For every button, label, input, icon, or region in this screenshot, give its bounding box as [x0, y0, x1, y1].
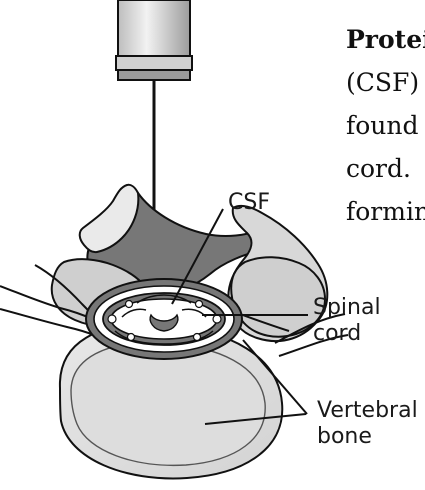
caption-line-1: Protei: [346, 18, 425, 61]
caption-text-block: Protei (CSF) found cord. formin: [346, 18, 425, 233]
caption-line-3: found: [346, 104, 425, 147]
caption-line-4: cord.: [346, 147, 425, 190]
spinal-canal: [86, 279, 242, 359]
vertebral-bone-label: Vertebral bone: [317, 398, 418, 450]
caption-line-2: (CSF): [346, 61, 425, 104]
syringe-hub: [118, 70, 190, 80]
vertebral-body-inner: [71, 343, 265, 466]
csf-label: CSF: [228, 190, 270, 216]
caption-line-5: formin: [346, 190, 425, 233]
spinal-cord-label: Spinal cord: [313, 295, 381, 347]
syringe-rim: [116, 56, 192, 70]
syringe-barrel: [118, 0, 190, 56]
